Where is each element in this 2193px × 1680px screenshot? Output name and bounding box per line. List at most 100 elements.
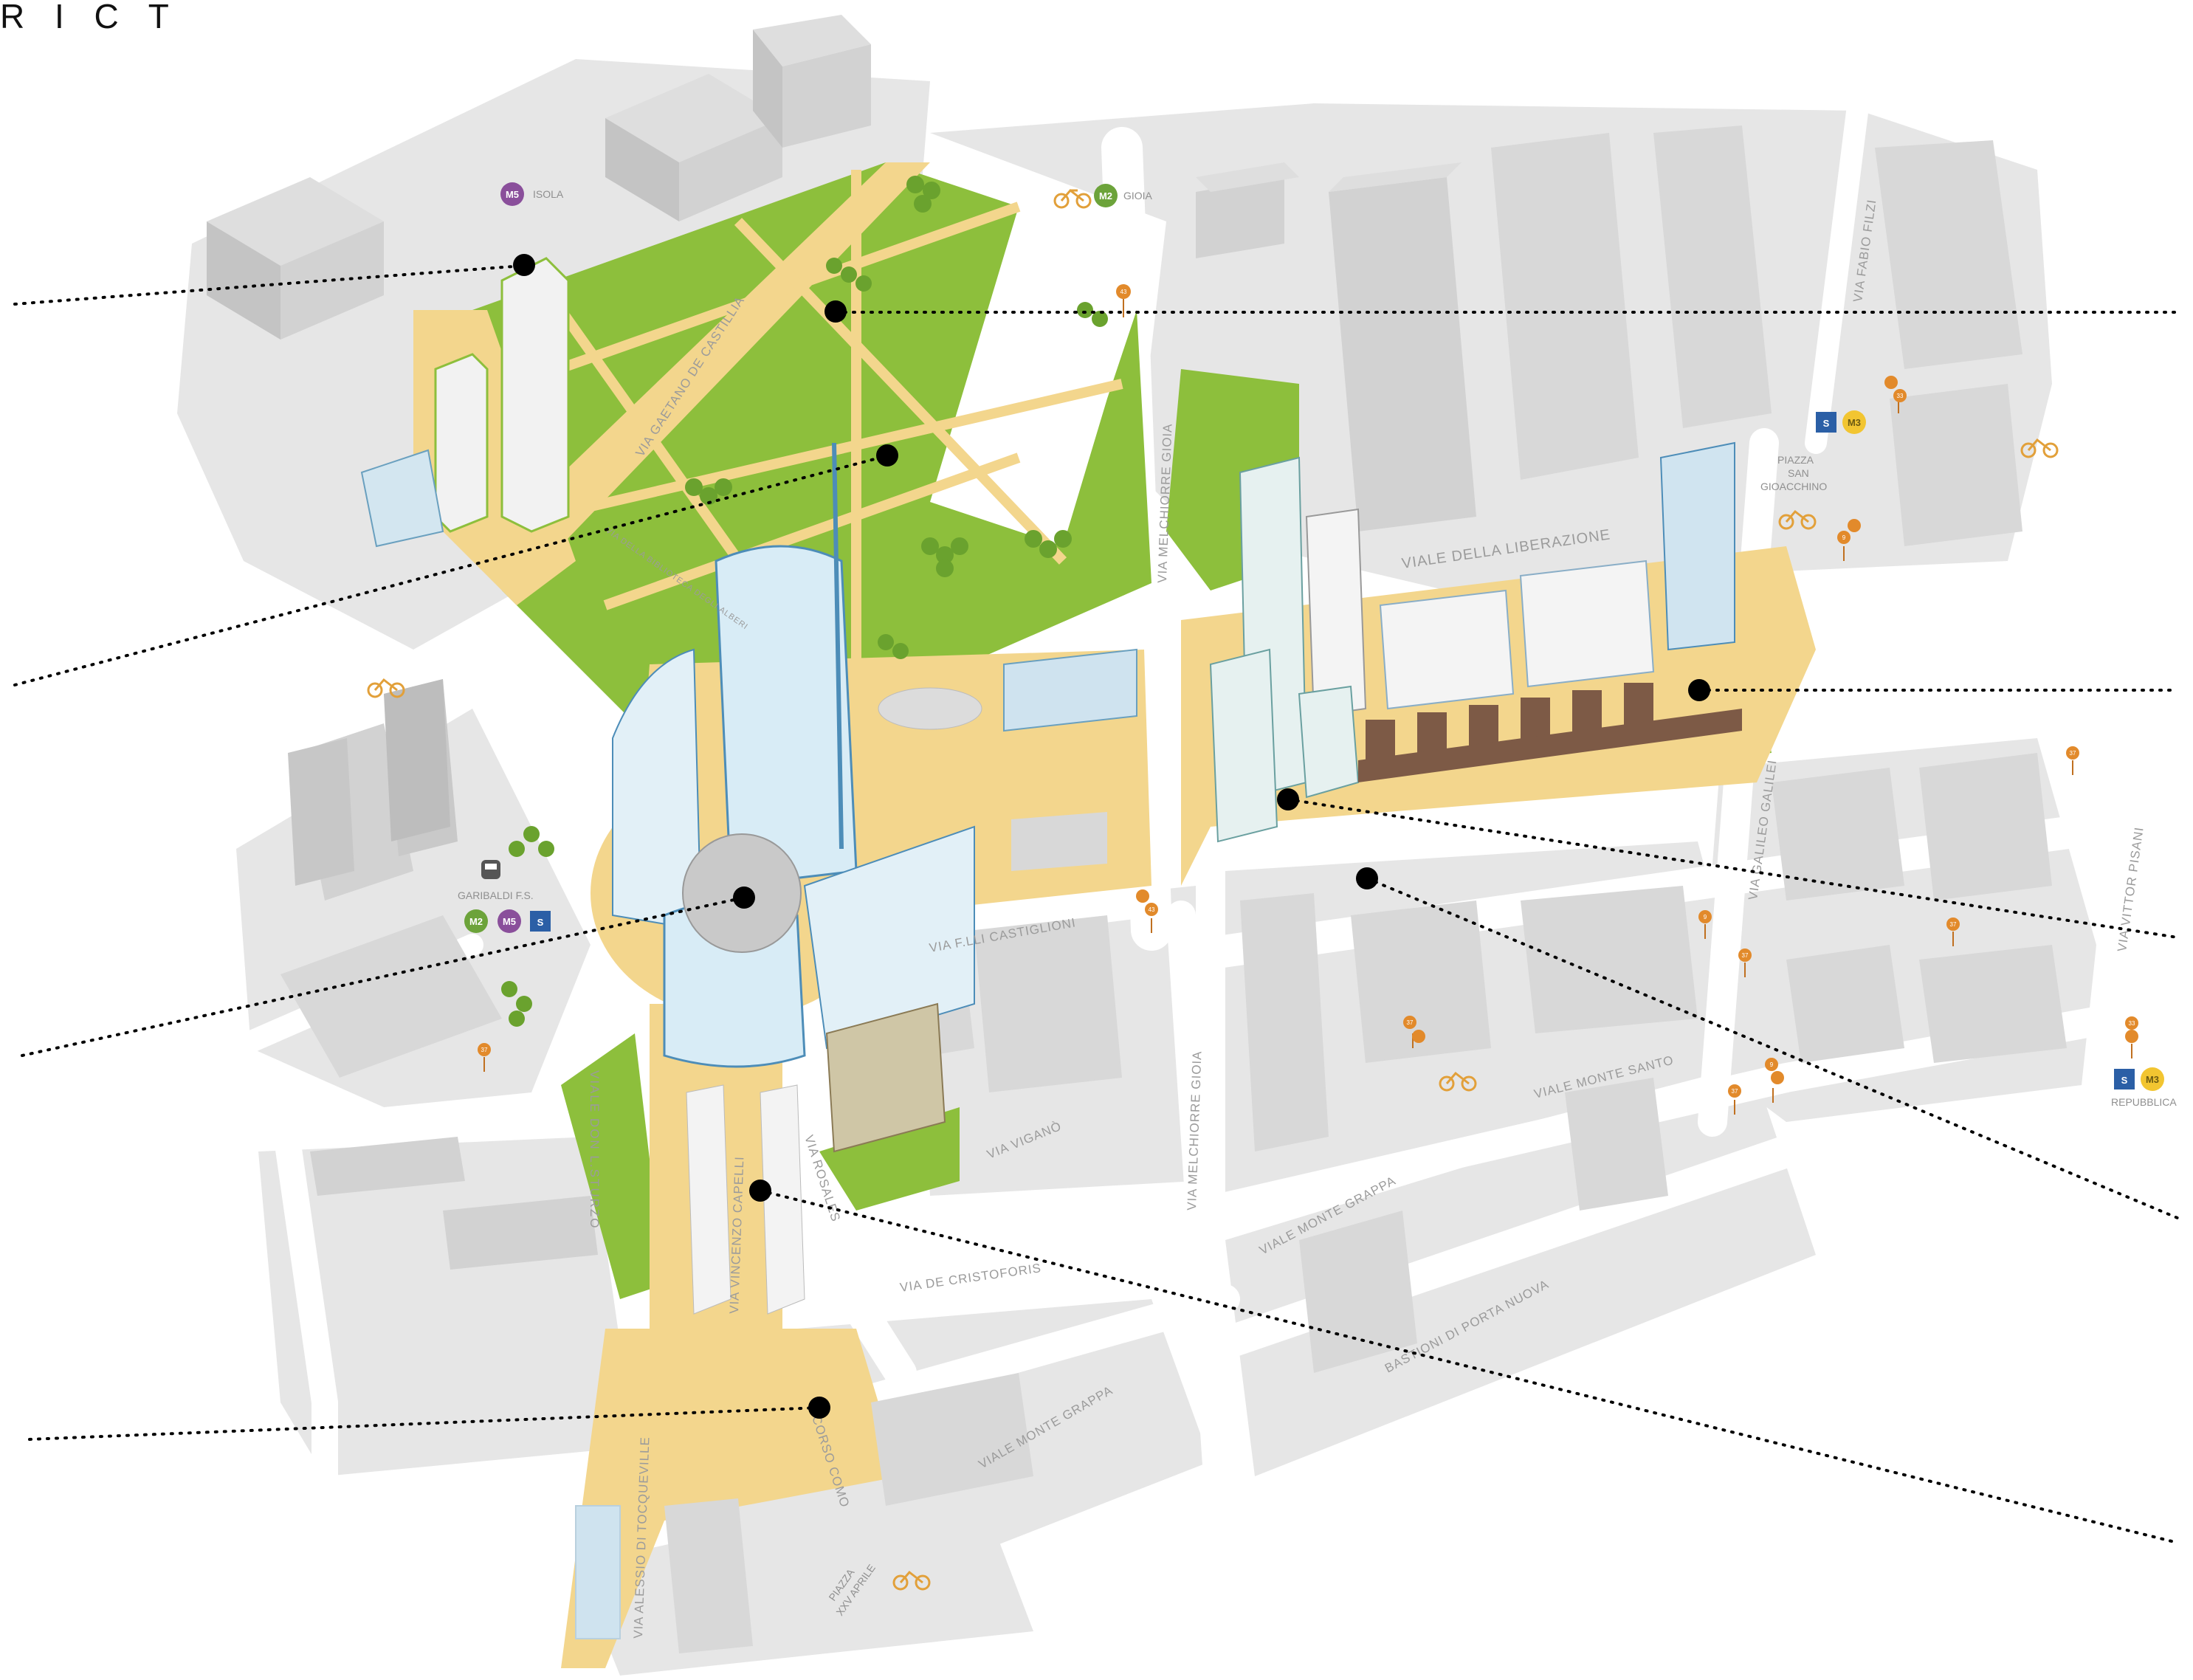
place-label: GIOIA [1123,190,1153,202]
callout-leader [21,896,746,1057]
brown-residences [1358,683,1742,782]
street-label: VIA VITTOR PISANI [2115,826,2146,953]
svg-text:9: 9 [1704,914,1707,920]
building [1491,133,1639,480]
capelli-residence [686,1084,731,1315]
building [974,915,1122,1092]
transit-san-gioacchino[interactable]: S M3 [1816,410,1866,434]
bus-stop-icon: 33 [1884,376,1907,413]
bus-stop-icon: 9 [1698,910,1712,939]
building [605,74,782,221]
bike-icon[interactable] [1778,509,1817,530]
building [753,15,871,148]
bosco-verticale-tower [434,353,489,533]
train-icon [481,860,500,879]
bus-stop-icon: 37 [1728,1084,1741,1115]
svg-text:33: 33 [2129,1020,2135,1027]
varesine-tower [1209,648,1278,843]
building [871,1373,1033,1506]
place-label: GARIBALDI F.S. [458,889,534,901]
bus-stops[interactable]: 43 33 9 37 37 9 37 33 9 37 37 43 37 [478,284,2138,1115]
m5-badge [498,909,521,933]
varesine-tower [1298,685,1360,799]
passante-label: S [537,917,544,928]
passante-label: S [2121,1075,2128,1086]
callout-marker [1277,788,1299,810]
building [1786,945,1904,1063]
m2-label: M2 [1099,190,1112,202]
bike-icon[interactable] [367,678,405,698]
unicredit-spire [832,442,844,850]
bus-stop-icon: 37 [1738,949,1752,977]
transit-gioia[interactable]: M2 GIOIA [1053,184,1153,209]
transit-isola[interactable]: M5 ISOLA [500,182,564,206]
bike-icon[interactable] [2020,438,2059,458]
callout-marker [749,1180,771,1202]
bike-icon[interactable] [1439,1071,1477,1092]
diamante-tower [1659,441,1735,651]
callouts [13,264,2179,1544]
garibaldi-tower [288,738,354,886]
passante-badge [1816,412,1836,433]
glass-pavilion [1003,648,1137,732]
m3-badge [2141,1067,2164,1091]
m2-badge [464,909,488,933]
bus-stop-icon: 9 [1765,1058,1784,1103]
passante-badge [2114,1069,2135,1089]
m3-badge [1842,410,1866,434]
passante-badge [530,911,551,932]
transit-repubblica[interactable]: S M3 [2114,1067,2164,1091]
place-label: ISOLA [533,188,564,200]
building [575,1505,621,1639]
building [1196,162,1299,258]
curved-tower [612,648,703,932]
building [1329,162,1476,531]
bike-icon [1053,188,1092,209]
building [1919,945,2067,1063]
m5-badge [500,182,524,206]
building [1875,140,2022,369]
bosco-verticale-tower [500,257,570,533]
svg-text:37: 37 [1732,1088,1738,1095]
bus-stop-icon: 37 [1403,1016,1425,1048]
svg-text:9: 9 [1770,1061,1774,1068]
bike-icon[interactable] [892,1570,931,1591]
callout-markers[interactable] [513,254,1710,1419]
svg-text:43: 43 [1149,906,1155,913]
passante-label: S [1823,418,1830,429]
building [1240,893,1329,1151]
bus-stop-icon: 37 [2066,746,2079,775]
unicredit-tower [715,545,858,887]
street-label: VIALE DON L.STURZO [588,1070,602,1229]
building [1565,1078,1668,1211]
building [1772,768,1904,901]
callout-marker [824,300,847,323]
place-label: REPUBBLICA [2111,1096,2177,1108]
curved-tower [803,825,975,1050]
callout-marker [733,887,755,909]
glass-building [360,449,444,548]
m2-label: M2 [469,916,483,927]
varesine-tower [1305,508,1367,717]
callout-marker [876,444,898,467]
m3-label: M3 [2146,1074,2159,1085]
building [1919,753,2052,901]
capelli-residence [760,1084,805,1315]
building [1351,901,1491,1063]
bus-stop-icon: 43 [1116,284,1131,317]
m2-badge [1094,184,1118,207]
building [1011,812,1107,871]
residential-block [1519,560,1655,688]
bus-stop-icon: 43 [1136,889,1158,933]
callout-leader [13,455,887,686]
campari-building [825,1002,946,1153]
m3-label: M3 [1848,417,1861,428]
transit-garibaldi[interactable]: M2 M5 S [464,860,551,933]
page-title-fragment: R I C T [0,0,179,35]
svg-text:33: 33 [1897,393,1904,399]
building [443,1196,598,1270]
svg-text:37: 37 [1742,952,1749,959]
building [1521,886,1698,1033]
